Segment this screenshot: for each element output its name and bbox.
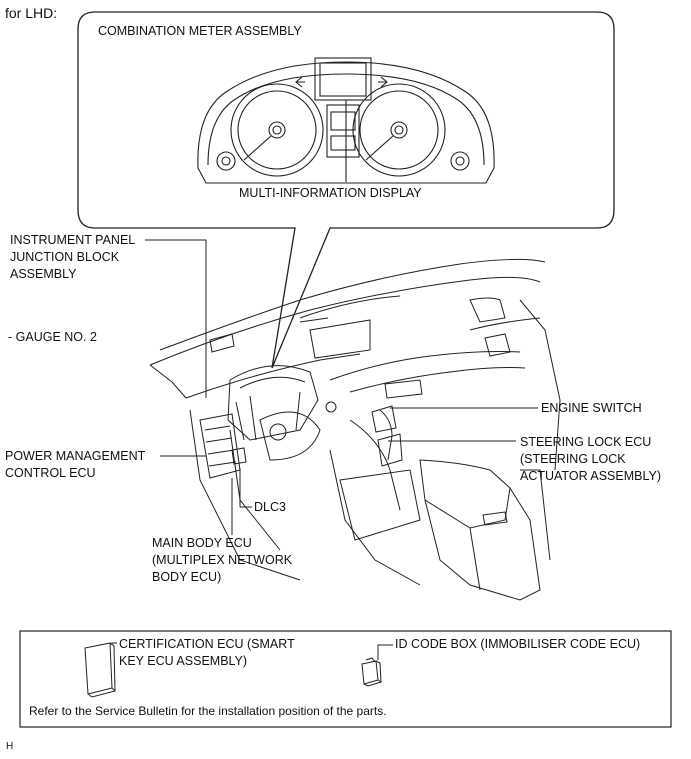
certification-ecu-drawing (84, 642, 117, 698)
figure-code-mark: H (6, 741, 14, 752)
ipjb-label-line1: INSTRUMENT PANEL (10, 233, 136, 247)
certification-ecu-label-line2: KEY ECU ASSEMBLY) (119, 654, 248, 668)
main-body-ecu-label-line3: BODY ECU) (152, 570, 222, 584)
leader-lines (145, 239, 538, 535)
power-management-label-line1: POWER MANAGEMENT (5, 449, 146, 463)
leader-ipjb (145, 239, 207, 398)
main-body-ecu-label-line1: MAIN BODY ECU (152, 536, 252, 550)
id-code-box-drawing (361, 644, 393, 687)
engine-switch-label: ENGINE SWITCH (541, 401, 642, 415)
dlc3-label: DLC3 (254, 500, 286, 514)
steering-lock-ecu-label-line1: STEERING LOCK ECU (520, 435, 652, 449)
gauge-no2-label: - GAUGE NO. 2 (8, 330, 97, 344)
main-body-ecu-label-line2: (MULTIPLEX NETWORK (152, 553, 293, 567)
combination-meter-title: COMBINATION METER ASSEMBLY (98, 24, 302, 38)
steering-lock-ecu-label-line2: (STEERING LOCK (520, 452, 626, 466)
ipjb-label-line2: JUNCTION BLOCK (10, 250, 120, 264)
for-lhd-label: for LHD: (5, 5, 58, 21)
ipjb-label-line3: ASSEMBLY (10, 267, 77, 281)
certification-ecu-label-line1: CERTIFICATION ECU (SMART (119, 637, 295, 651)
dashboard-drawing (149, 258, 561, 601)
service-bulletin-note: Refer to the Service Bulletin for the in… (29, 704, 387, 718)
power-management-label-line2: CONTROL ECU (5, 466, 96, 480)
multi-information-display-label: MULTI-INFORMATION DISPLAY (239, 186, 422, 200)
meter-callout-frame (77, 11, 615, 369)
bottom-info-box (19, 630, 672, 728)
combination-meter-drawing (197, 57, 495, 184)
id-code-box-label: ID CODE BOX (IMMOBILISER CODE ECU) (395, 637, 641, 651)
steering-lock-ecu-label-line3: ACTUATOR ASSEMBLY) (520, 469, 662, 483)
